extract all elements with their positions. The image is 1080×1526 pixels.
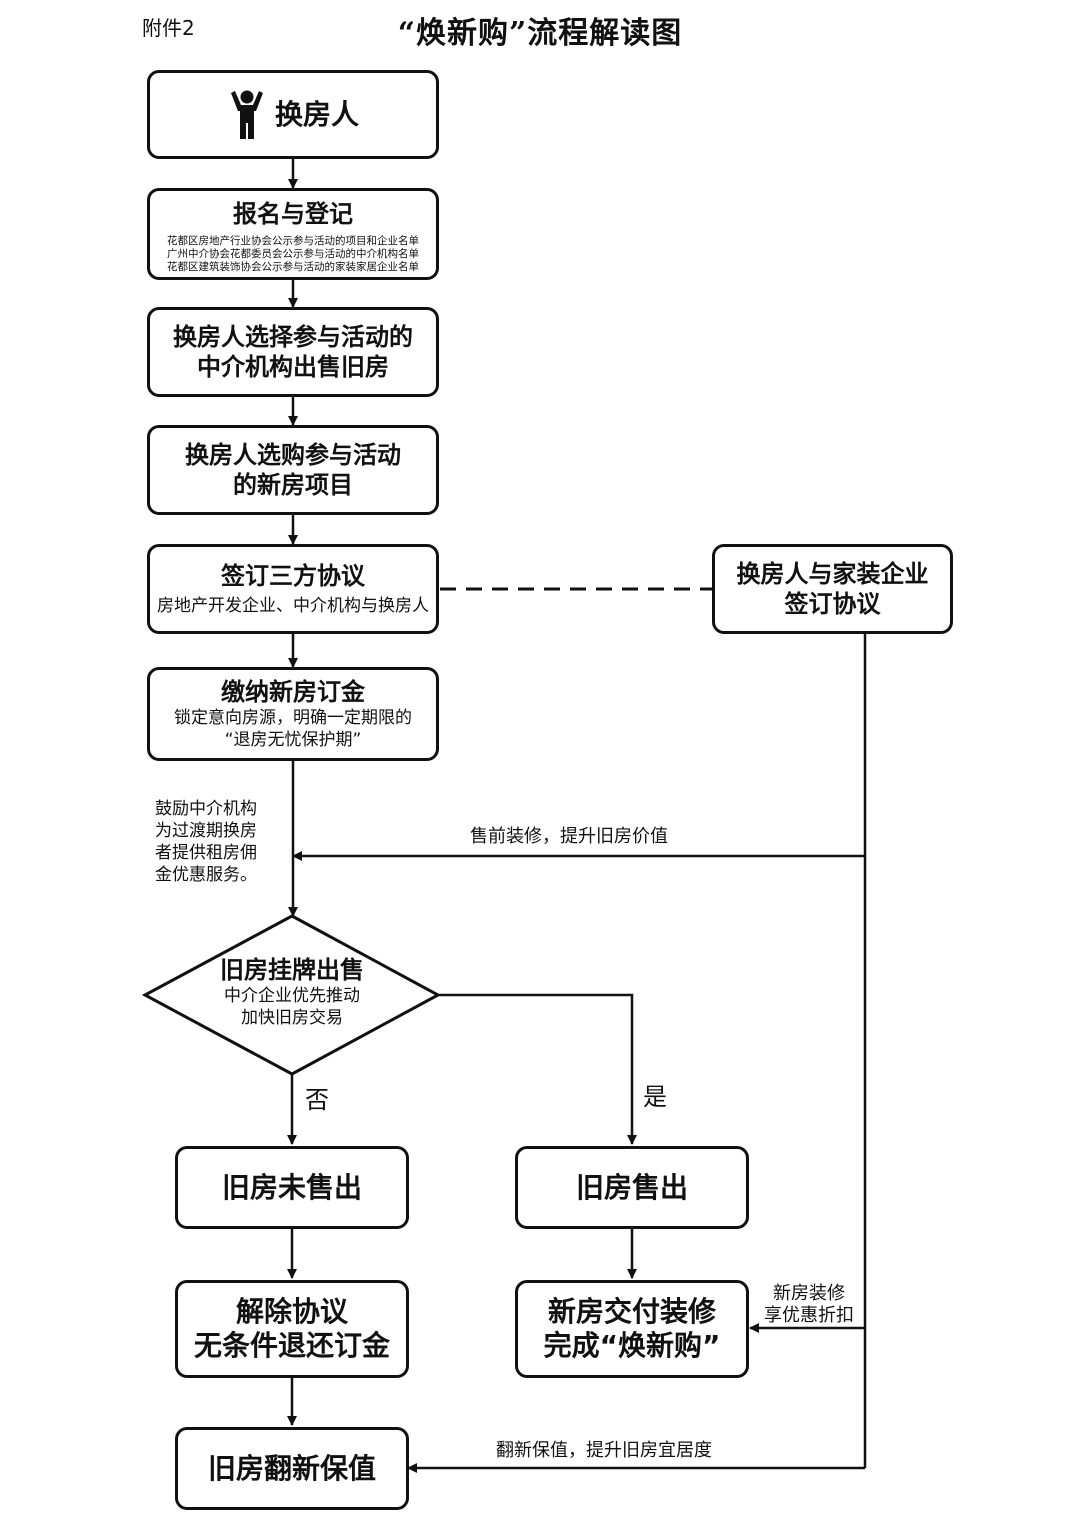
renovate-node: 旧房翻新保值 (175, 1427, 409, 1510)
listing-node: 旧房挂牌出售 中介企业优先推动 加快旧房交易 (192, 955, 392, 1029)
discount-line-2: 享优惠折扣 (764, 1305, 854, 1326)
renovate-title: 旧房翻新保值 (207, 1451, 376, 1485)
choose-new-node: 换房人选购参与活动 的新房项目 (147, 425, 439, 515)
page-title: “焕新购”流程解读图 (397, 16, 683, 51)
start-node: 换房人 (147, 70, 439, 159)
home-deco-line-2: 签订协议 (784, 590, 881, 618)
sold-node: 旧房售出 (515, 1146, 749, 1229)
cancel-node: 解除协议 无条件退还订金 (175, 1280, 409, 1378)
discount-line-1: 新房装修 (773, 1283, 845, 1304)
listing-line-2: 加快旧房交易 (241, 1008, 343, 1028)
person-icon (227, 89, 267, 141)
choose-agency-node: 换房人选择参与活动的 中介机构出售旧房 (147, 307, 439, 397)
tripartite-title: 签订三方协议 (221, 562, 365, 590)
complete-line-2: 完成“焕新购” (543, 1329, 721, 1362)
deposit-line-1: 锁定意向房源，明确一定期限的 (174, 708, 412, 728)
choose-agency-line-2: 中介机构出售旧房 (197, 353, 389, 381)
choose-agency-line-1: 换房人选择参与活动的 (173, 323, 413, 351)
attachment-label: 附件2 (142, 16, 195, 40)
complete-node: 新房交付装修 完成“焕新购” (515, 1280, 749, 1378)
cancel-line-1: 解除协议 (235, 1295, 348, 1328)
encourage-line-4: 金优惠服务。 (155, 865, 257, 885)
yes-label: 是 (643, 1083, 667, 1111)
choose-new-line-1: 换房人选购参与活动 (185, 441, 401, 469)
tripartite-subtitle: 房地产开发企业、中介机构与换房人 (157, 596, 429, 616)
unsold-node: 旧房未售出 (175, 1146, 409, 1229)
complete-line-1: 新房交付装修 (547, 1295, 716, 1328)
refurbish-label: 翻新保值，提升旧房宜居度 (496, 1440, 712, 1461)
choose-new-line-2: 的新房项目 (233, 471, 353, 499)
encourage-note: 鼓励中介机构 为过渡期换房 者提供租房佣 金优惠服务。 (155, 798, 257, 886)
unsold-title: 旧房未售出 (221, 1170, 362, 1204)
tripartite-node: 签订三方协议 房地产开发企业、中介机构与换房人 (147, 544, 439, 634)
home-deco-line-1: 换房人与家装企业 (736, 560, 929, 588)
pre-sale-deco-label: 售前装修，提升旧房价值 (470, 826, 668, 847)
sold-title: 旧房售出 (575, 1170, 688, 1204)
deposit-node: 缴纳新房订金 锁定意向房源，明确一定期限的 “退房无忧保护期” (147, 667, 439, 761)
register-line-1: 花都区房地产行业协会公示参与活动的项目和企业名单 (167, 235, 419, 247)
encourage-line-1: 鼓励中介机构 (155, 799, 257, 819)
deposit-title: 缴纳新房订金 (221, 678, 365, 706)
discount-note: 新房装修 享优惠折扣 (764, 1283, 854, 1327)
no-label: 否 (305, 1086, 329, 1114)
deposit-line-2: “退房无忧保护期” (224, 730, 362, 750)
register-line-3: 花都区建筑装饰协会公示参与活动的家装家居企业名单 (167, 261, 419, 273)
encourage-line-3: 者提供租房佣 (155, 843, 257, 863)
decision-diamond (141, 914, 442, 1076)
start-title: 换房人 (274, 97, 359, 131)
arrow-listing-yes (438, 993, 637, 1145)
register-title: 报名与登记 (233, 200, 353, 228)
register-node: 报名与登记 花都区房地产行业协会公示参与活动的项目和企业名单 广州中介协会花都委… (147, 188, 439, 280)
cancel-line-2: 无条件退还订金 (193, 1329, 390, 1362)
encourage-line-2: 为过渡期换房 (155, 821, 257, 841)
register-line-2: 广州中介协会花都委员会公示参与活动的中介机构名单 (167, 248, 419, 260)
listing-line-1: 中介企业优先推动 (224, 986, 360, 1006)
home-deco-node: 换房人与家装企业 签订协议 (712, 544, 953, 634)
listing-title: 旧房挂牌出售 (220, 956, 364, 984)
